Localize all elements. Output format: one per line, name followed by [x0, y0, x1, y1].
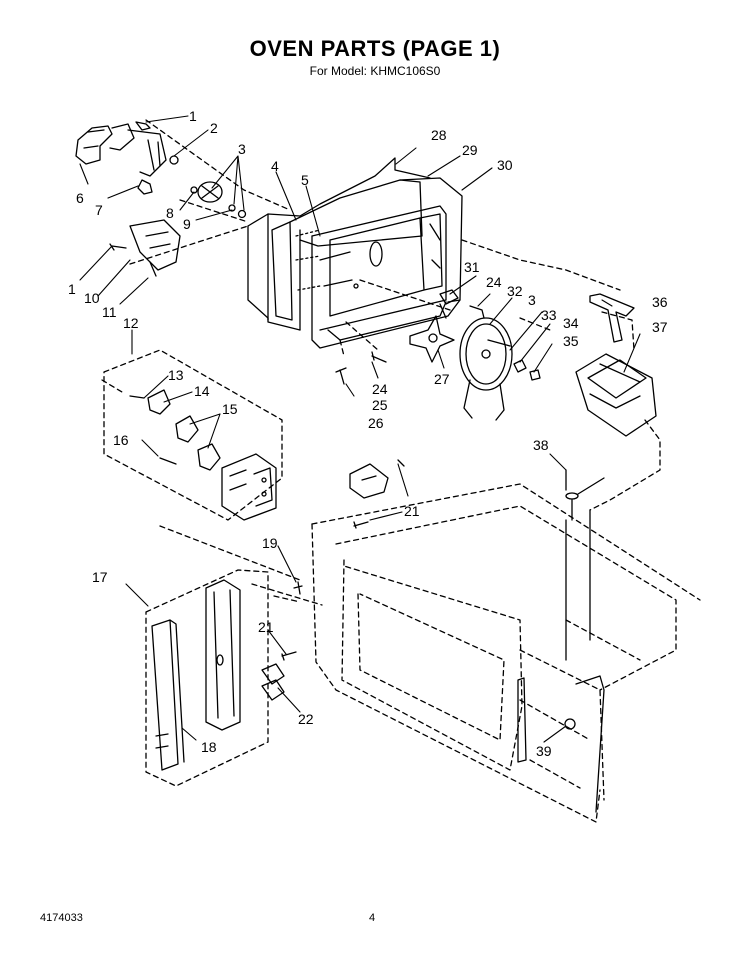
- hanger-36: [589, 293, 635, 343]
- callout-35: 35: [563, 333, 579, 349]
- callout-38: 38: [533, 437, 549, 453]
- bracket-26: [349, 459, 405, 499]
- callout-18: 18: [201, 739, 217, 755]
- callout-21a: 21: [404, 503, 420, 519]
- callout-16: 16: [113, 432, 129, 448]
- callout-30: 30: [497, 157, 513, 173]
- callout-7: 7: [95, 202, 103, 218]
- callout-33: 33: [541, 307, 557, 323]
- callout-1a: 1: [189, 108, 197, 124]
- callout-31: 31: [464, 259, 480, 275]
- page-number: 4: [369, 912, 376, 924]
- latch-assembly: [75, 121, 179, 195]
- callout-labels: 1 2 3 4 5 6 7 8 9 1 10 11 12 13 14 15 16…: [68, 108, 668, 759]
- callout-19: 19: [262, 535, 278, 551]
- callout-39: 39: [536, 743, 552, 759]
- callout-6: 6: [76, 190, 84, 206]
- callout-24a: 24: [486, 274, 502, 290]
- callout-34: 34: [563, 315, 579, 331]
- ground-wire: [565, 469, 605, 521]
- callout-2: 2: [210, 120, 218, 136]
- callout-29: 29: [462, 142, 478, 158]
- callout-21b: 21: [258, 619, 274, 635]
- tray-37: [575, 353, 657, 437]
- callout-28: 28: [431, 127, 447, 143]
- callout-1b: 1: [68, 281, 76, 297]
- door-frame: [145, 569, 269, 787]
- callout-22: 22: [298, 711, 314, 727]
- control-group: [103, 349, 283, 521]
- callout-3b: 3: [528, 292, 536, 308]
- callout-17: 17: [92, 569, 108, 585]
- callout-13: 13: [168, 367, 184, 383]
- stirrer-parts: [190, 181, 247, 219]
- fasteners: [335, 289, 541, 385]
- callout-15: 15: [222, 401, 238, 417]
- page-title: OVEN PARTS (PAGE 1): [249, 36, 501, 61]
- model-subtitle: For Model: KHMC106S0: [309, 64, 441, 78]
- switches-22: [261, 663, 285, 701]
- callout-3a: 3: [238, 141, 246, 157]
- callout-12: 12: [123, 315, 139, 331]
- callout-27: 27: [434, 371, 450, 387]
- callout-8: 8: [166, 205, 174, 221]
- fan-blade: [409, 303, 455, 363]
- callout-5: 5: [301, 172, 309, 188]
- callout-24b: 24: [372, 381, 388, 397]
- callout-32: 32: [507, 283, 523, 299]
- screws-lower: [281, 521, 576, 730]
- callout-4: 4: [271, 158, 279, 174]
- callout-10: 10: [84, 290, 100, 306]
- leader-lines: [79, 115, 641, 743]
- heating-element: [459, 317, 513, 421]
- assembly-lines: [101, 119, 661, 606]
- cavity-housing: [247, 157, 463, 349]
- outer-cabinet: [311, 483, 701, 823]
- cabinet-side-details: [517, 509, 605, 813]
- callout-25: 25: [372, 397, 388, 413]
- document-number: 4174033: [40, 912, 83, 924]
- callout-11: 11: [102, 304, 117, 320]
- callout-14: 14: [194, 383, 210, 399]
- bracket-part: [109, 219, 181, 277]
- callout-26: 26: [368, 415, 384, 431]
- callout-37: 37: [652, 319, 668, 335]
- callout-36: 36: [652, 294, 668, 310]
- callout-9: 9: [183, 216, 191, 232]
